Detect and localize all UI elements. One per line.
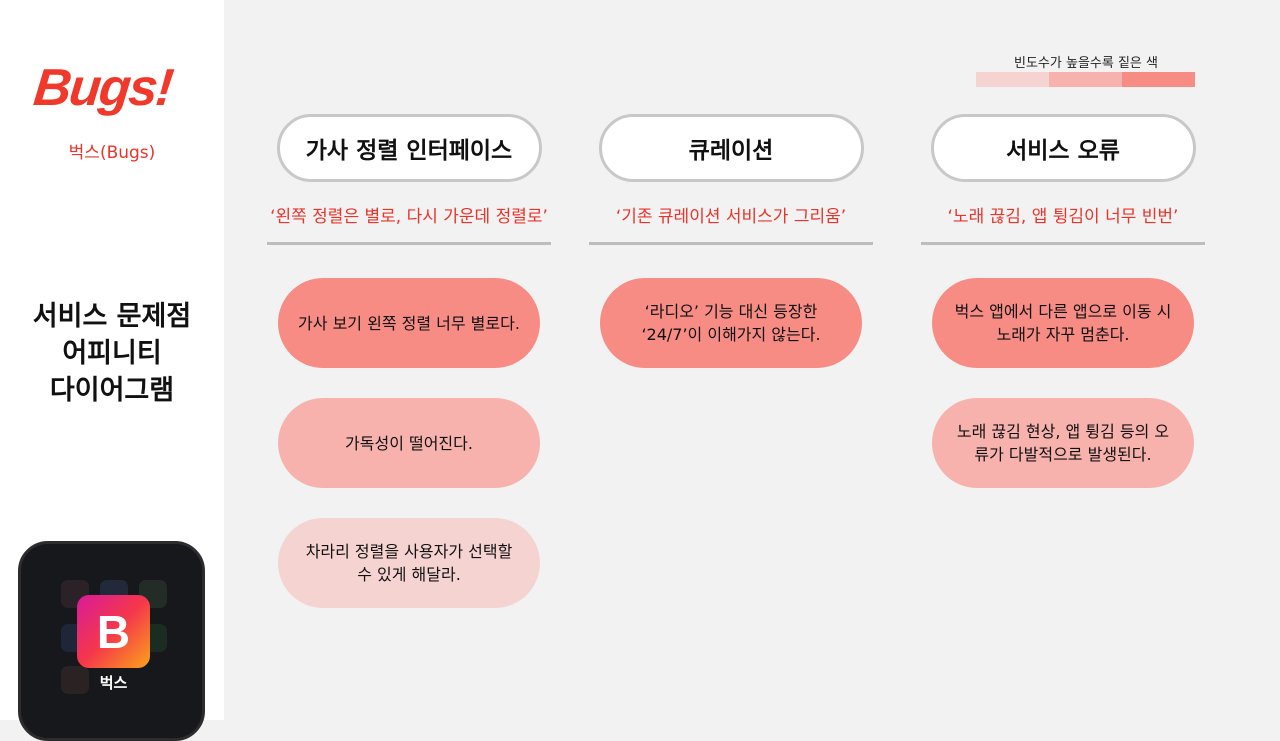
divider	[589, 242, 873, 245]
legend-swatch-high	[1122, 72, 1195, 87]
affinity-card: 벅스 앱에서 다른 앱으로 이동 시 노래가 자꾸 멈춘다.	[932, 278, 1194, 368]
card-text: 차라리 정렬을 사용자가 선택할 수 있게 해달라.	[305, 542, 513, 584]
title-line: 다이어그램	[49, 375, 175, 406]
affinity-column: 서비스 오류 ‘노래 끊김, 앱 튕김이 너무 빈번’ 벅스 앱에서 다른 앱으…	[921, 114, 1205, 488]
page-title: 서비스 문제점 어피니티 다이어그램	[0, 298, 224, 409]
title-line: 어피니티	[62, 338, 162, 369]
affinity-column: 가사 정렬 인터페이스 ‘왼쪽 정렬은 별로, 다시 가운데 정렬로’ 가사 보…	[267, 114, 551, 608]
app-glyph: B	[96, 605, 131, 658]
legend-title: 빈도수가 높을수록 짙은 색	[1014, 56, 1158, 71]
column-quote: ‘왼쪽 정렬은 별로, 다시 가운데 정렬로’	[270, 207, 548, 227]
affinity-card: ‘라디오’ 기능 대신 등장한 ‘24/7’이 이해가지 않는다.	[600, 278, 862, 368]
column-quote: ‘노래 끊김, 앱 튕김이 너무 빈번’	[947, 207, 1179, 227]
affinity-column: 큐레이션 ‘기존 큐레이션 서비스가 그리움’ ‘라디오’ 기능 대신 등장한 …	[589, 114, 873, 368]
card-text: 가독성이 떨어진다.	[345, 433, 473, 453]
legend-swatch-low	[976, 72, 1049, 87]
affinity-card: 가독성이 떨어진다.	[278, 398, 540, 488]
bugs-logo: Bugs!	[30, 59, 175, 117]
title-line: 서비스 문제점	[32, 301, 192, 332]
column-header: 가사 정렬 인터페이스	[276, 114, 542, 182]
divider	[267, 242, 551, 245]
card-text: 노래 끊김 현상, 앱 튕김 등의 오류가 다발적으로 발생된다.	[956, 422, 1170, 464]
sidebar: Bugs! 벅스(Bugs) 서비스 문제점 어피니티 다이어그램 B 벅스	[0, 0, 224, 741]
card-text: 가사 보기 왼쪽 정렬 너무 별로다.	[298, 313, 520, 333]
app-label: 벅스	[99, 674, 128, 692]
legend-swatch-mid	[1049, 72, 1122, 87]
app-icon-ghost	[61, 666, 89, 694]
legend-bar	[976, 72, 1195, 87]
affinity-card: 차라리 정렬을 사용자가 선택할 수 있게 해달라.	[278, 518, 540, 608]
phone-mockup: B 벅스	[18, 541, 205, 741]
card-text: 벅스 앱에서 다른 앱으로 이동 시 노래가 자꾸 멈춘다.	[954, 302, 1172, 344]
affinity-card: 노래 끊김 현상, 앱 튕김 등의 오류가 다발적으로 발생된다.	[932, 398, 1194, 488]
column-header: 큐레이션	[598, 114, 864, 182]
column-header: 서비스 오류	[930, 114, 1196, 182]
divider	[921, 242, 1205, 245]
affinity-card: 가사 보기 왼쪽 정렬 너무 별로다.	[278, 278, 540, 368]
brand-subtitle: 벅스(Bugs)	[68, 143, 156, 163]
column-quote: ‘기존 큐레이션 서비스가 그리움’	[615, 207, 847, 227]
bugs-app-icon[interactable]: B	[77, 595, 150, 668]
card-text: ‘라디오’ 기능 대신 등장한 ‘24/7’이 이해가지 않는다.	[641, 302, 821, 344]
